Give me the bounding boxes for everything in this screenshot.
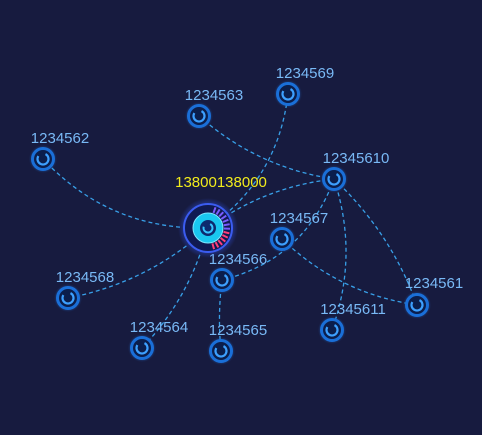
node-label: 1234561	[405, 275, 463, 292]
node-1234563[interactable]: 1234563	[185, 87, 243, 130]
ring-node-icon	[128, 334, 156, 362]
node-label: 1234567	[270, 210, 328, 227]
node-label: 1234569	[276, 65, 334, 82]
node-label: 1234568	[56, 269, 114, 286]
edge-center-to-n1234569	[207, 93, 289, 229]
center-node-label: 13800138000	[175, 174, 267, 191]
ring-node-icon	[185, 102, 213, 130]
node-1234567[interactable]: 1234567	[268, 210, 328, 253]
edge-n1234563-to-n12345610	[198, 115, 335, 180]
node-1234561[interactable]: 1234561	[403, 275, 463, 319]
edge-n12345610-to-n12345611	[331, 178, 347, 331]
center-node[interactable]: 13800138000	[175, 174, 267, 258]
ring-node-icon	[207, 337, 235, 365]
node-label: 1234564	[130, 319, 188, 336]
phone-hub-icon	[178, 198, 238, 258]
ring-node-icon	[208, 266, 236, 294]
node-1234564[interactable]: 1234564	[128, 319, 188, 362]
node-1234565[interactable]: 1234565	[207, 322, 267, 365]
node-label: 1234566	[209, 251, 267, 268]
edge-n1234567-to-n1234561	[281, 238, 418, 306]
node-12345610[interactable]: 12345610	[320, 150, 389, 193]
ring-node-icon	[320, 165, 348, 193]
node-1234562[interactable]: 1234562	[29, 130, 89, 173]
nodes-layer: 1234569 1234563 1234562 12345610 1234567 1234…	[29, 65, 463, 365]
ring-node-icon	[318, 316, 346, 344]
ring-node-icon	[268, 225, 296, 253]
edge-n12345610-to-n1234561	[333, 178, 418, 306]
node-label: 12345611	[320, 301, 386, 318]
node-12345611[interactable]: 12345611	[318, 301, 386, 344]
node-1234566[interactable]: 1234566	[208, 251, 267, 294]
ring-node-icon	[403, 291, 431, 319]
node-label: 1234562	[31, 130, 89, 147]
ring-node-icon	[54, 284, 82, 312]
edge-center-to-n1234568	[67, 227, 209, 299]
node-1234569[interactable]: 1234569	[274, 65, 334, 108]
node-1234568[interactable]: 1234568	[54, 269, 114, 312]
node-label: 1234563	[185, 87, 243, 104]
node-label: 1234565	[209, 322, 267, 339]
node-label: 12345610	[323, 150, 390, 167]
ring-node-icon	[29, 145, 57, 173]
ring-node-icon	[274, 80, 302, 108]
